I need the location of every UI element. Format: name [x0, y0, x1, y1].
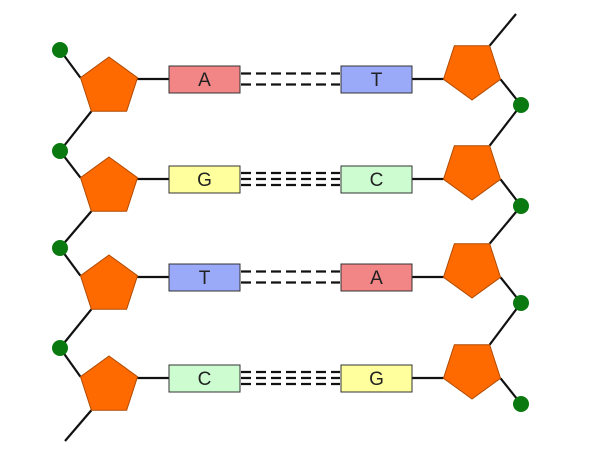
base-right-box	[340, 65, 413, 94]
phosphate-circle	[52, 240, 68, 256]
base-left-box	[168, 263, 241, 292]
sugar-pentagon	[79, 156, 139, 212]
base-left-box	[168, 65, 241, 94]
backbone-bond	[488, 104, 522, 147]
base-right-label: C	[370, 170, 384, 191]
base-left-label: T	[199, 268, 211, 289]
backbone-bond	[64, 409, 93, 442]
bonds-layer	[59, 13, 522, 442]
phosphate-circle	[513, 97, 529, 113]
phosphate-circle	[513, 396, 529, 412]
base-right-label: T	[371, 70, 383, 91]
backbone-bond	[59, 308, 93, 349]
base-left-label: G	[197, 170, 212, 191]
base-right-box	[340, 364, 413, 393]
phosphate-circle	[513, 295, 529, 311]
sugar-pentagon	[79, 56, 139, 112]
backbone-bond	[59, 110, 93, 152]
base-left-box	[168, 165, 241, 194]
phosphate-circle	[513, 198, 529, 214]
base-left-label: C	[198, 369, 212, 390]
base-right-box	[340, 263, 413, 292]
backbone-bond	[59, 210, 93, 249]
phosphate-circle	[52, 42, 68, 58]
backbone-bond	[488, 13, 517, 47]
sugar-pentagon	[442, 344, 502, 400]
sugar-pentagon	[442, 145, 502, 201]
base-left-box	[168, 364, 241, 393]
phosphate-circle	[52, 143, 68, 159]
base-right-box	[340, 165, 413, 194]
base-right-label: G	[369, 369, 384, 390]
sugar-pentagon	[442, 243, 502, 299]
shapes-layer: A T G C T A C G	[52, 42, 529, 412]
base-left-label: A	[198, 70, 211, 91]
backbone-bond	[488, 302, 522, 346]
base-right-label: A	[370, 268, 383, 289]
sugar-pentagon	[79, 254, 139, 310]
sugar-pentagon	[442, 45, 502, 101]
backbone-bond	[488, 205, 522, 245]
phosphate-circle	[52, 340, 68, 356]
sugar-pentagon	[79, 355, 139, 411]
